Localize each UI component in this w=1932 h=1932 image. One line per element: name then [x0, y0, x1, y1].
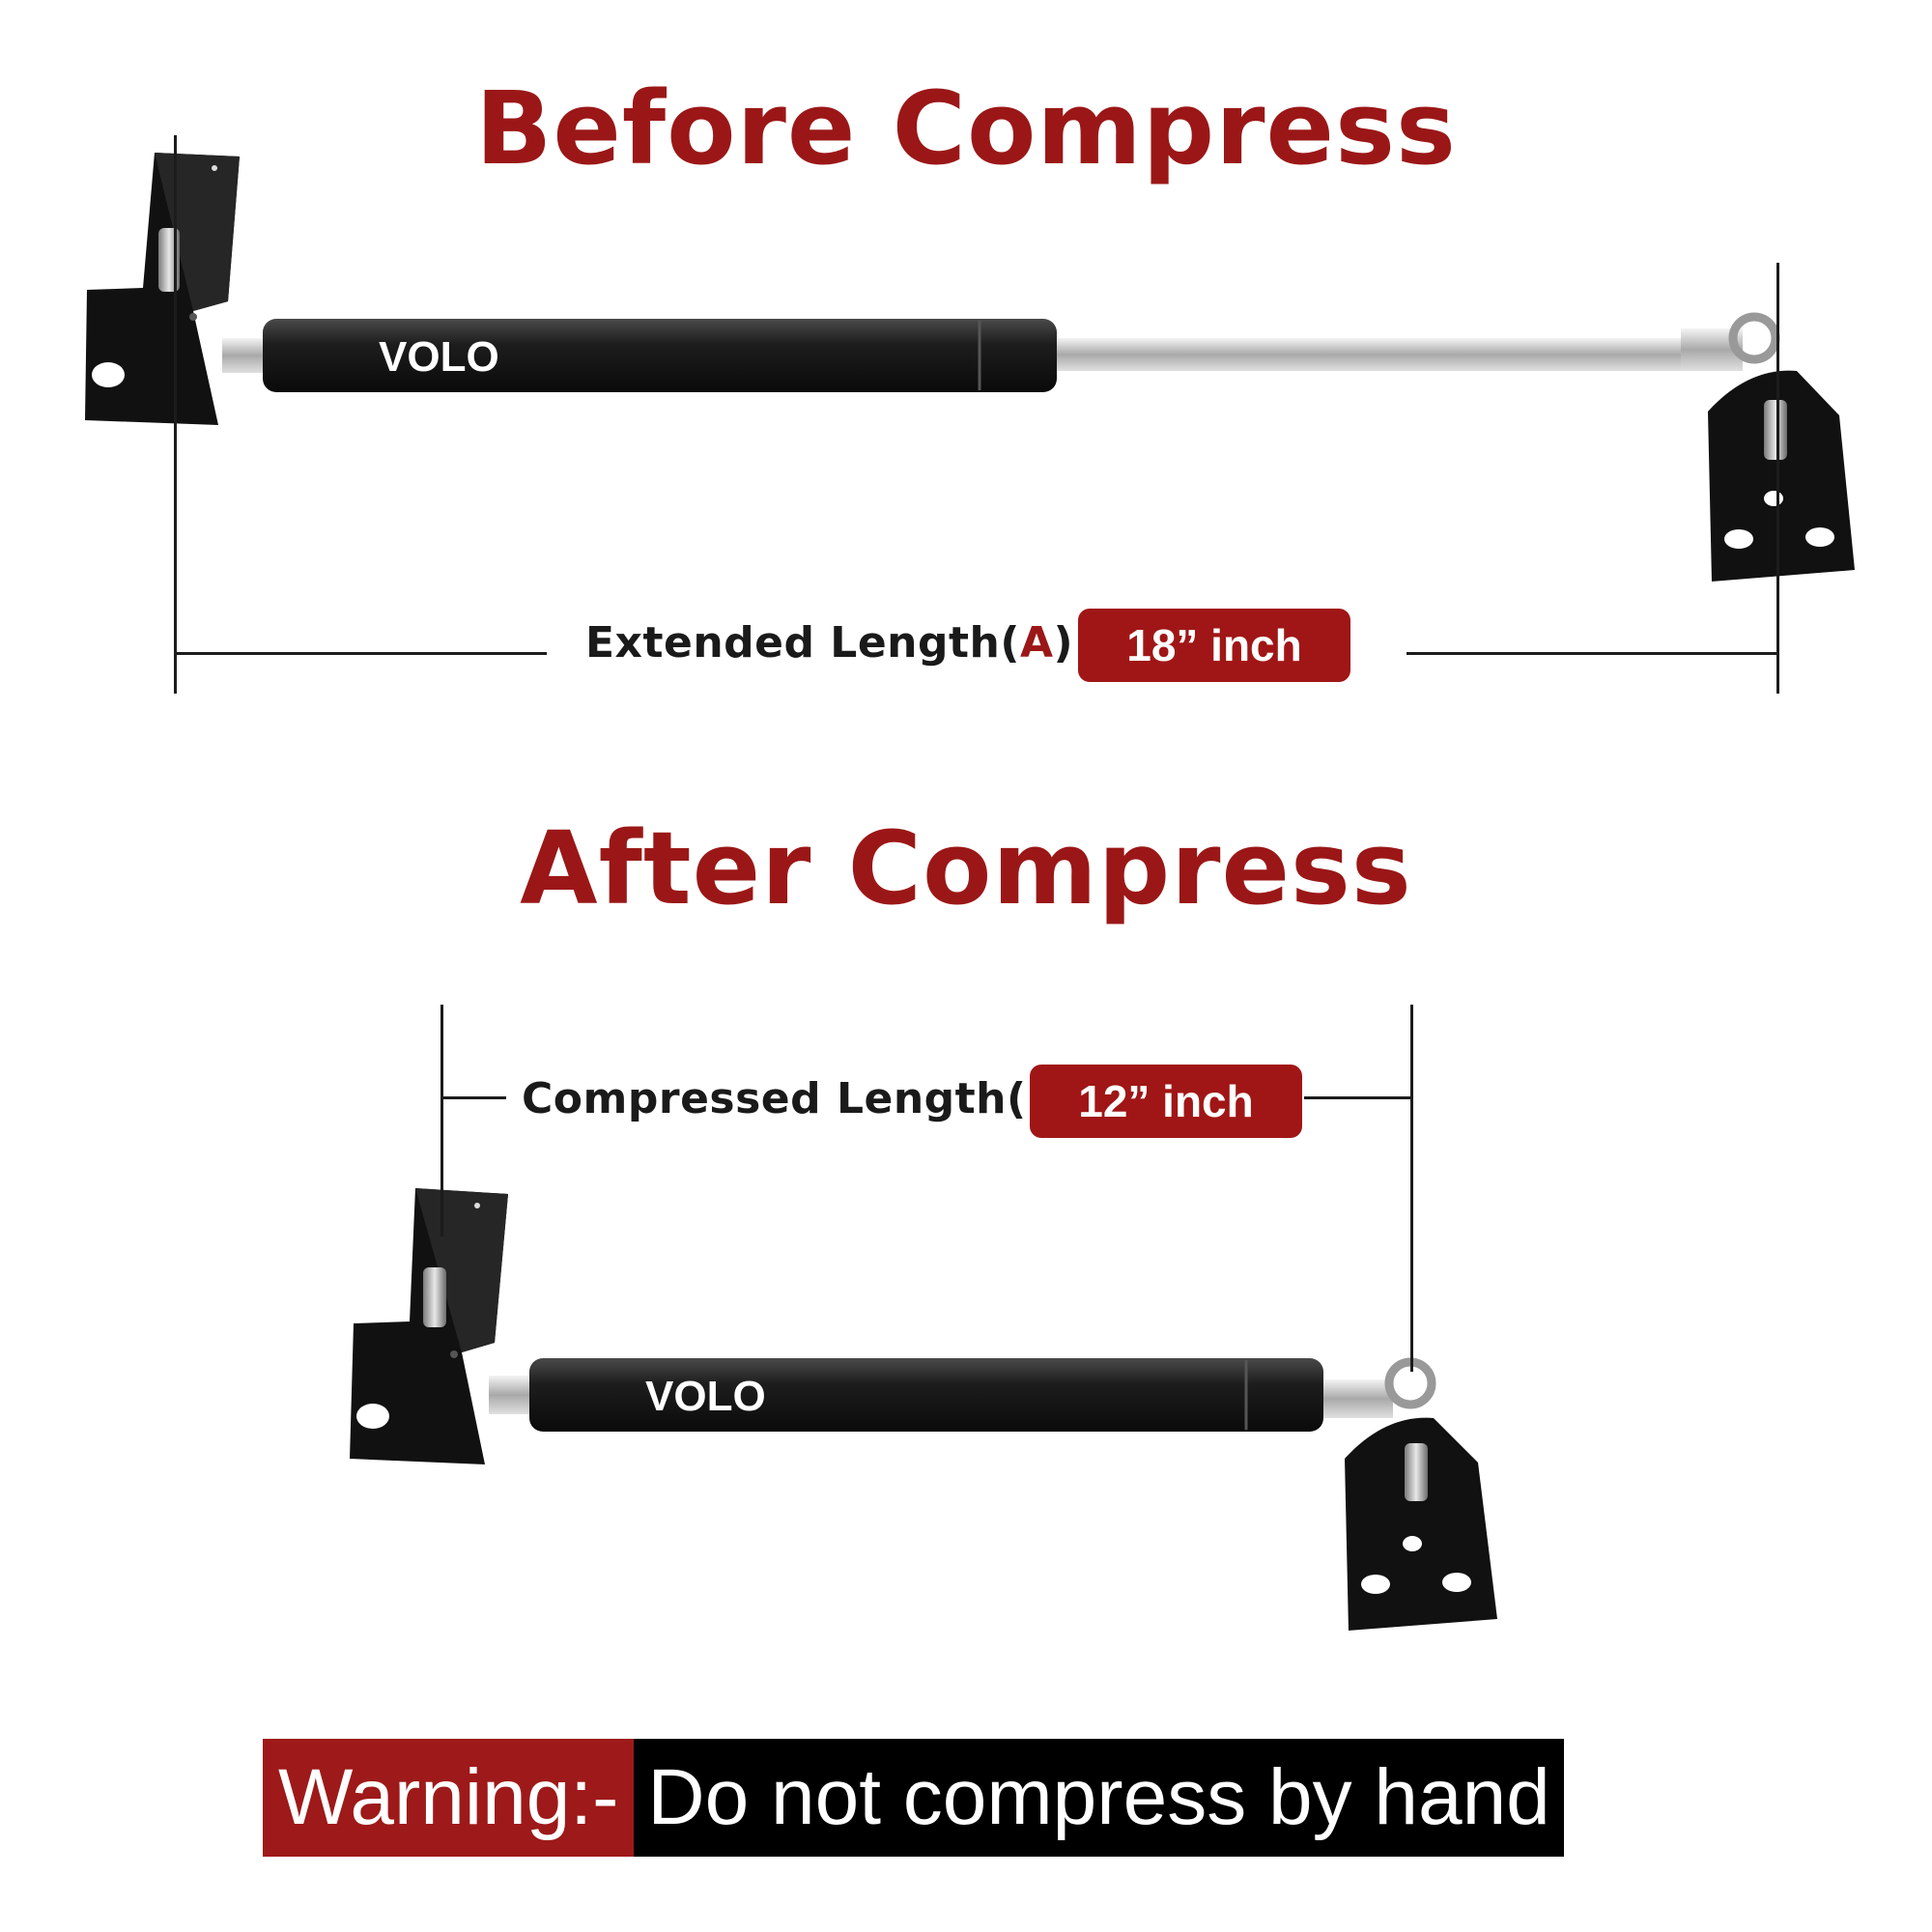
- right-bracket: [1708, 370, 1855, 582]
- extended-right-extension-line: [1776, 263, 1779, 694]
- before-compress-title: Before Compress: [475, 70, 1457, 187]
- extended-dimension-line-right: [1406, 652, 1777, 655]
- extended-left-extension-line: [174, 135, 177, 694]
- after-compress-title: After Compress: [520, 810, 1412, 927]
- left-rod-stub: [222, 338, 270, 373]
- brand-logo: VOLO: [645, 1373, 766, 1420]
- piston-rod: [1323, 1379, 1393, 1418]
- right-bracket: [1345, 1417, 1497, 1631]
- extended-strut: VOLO: [85, 153, 1855, 582]
- extended-length-badge: 18” inch: [1078, 609, 1350, 682]
- warning-label: Warning:-: [263, 1739, 635, 1857]
- left-rod-stub: [489, 1376, 531, 1414]
- compressed-right-extension-line: [1410, 1005, 1413, 1372]
- brand-logo: VOLO: [379, 333, 499, 381]
- strut-body: [529, 1358, 1323, 1432]
- compressed-strut: VOLO: [350, 1188, 1497, 1631]
- compressed-length-label: Compressed Length(B): [522, 1074, 1079, 1123]
- left-bracket: [350, 1188, 508, 1464]
- compressed-left-extension-line: [440, 1005, 443, 1236]
- compressed-length-badge: 12” inch: [1030, 1065, 1302, 1138]
- extended-dimension-line-left: [176, 652, 547, 655]
- warning-message: Do not compress by hand: [634, 1739, 1564, 1857]
- compressed-dimension-line-left: [442, 1096, 506, 1099]
- extended-length-label: Extended Length(A): [585, 618, 1074, 668]
- piston-rod: [1057, 338, 1685, 371]
- left-bracket: [85, 153, 240, 425]
- warning-banner: Warning:- Do not compress by hand: [263, 1739, 1564, 1857]
- strut-body: [263, 319, 1057, 392]
- compressed-dimension-line-right: [1304, 1096, 1410, 1099]
